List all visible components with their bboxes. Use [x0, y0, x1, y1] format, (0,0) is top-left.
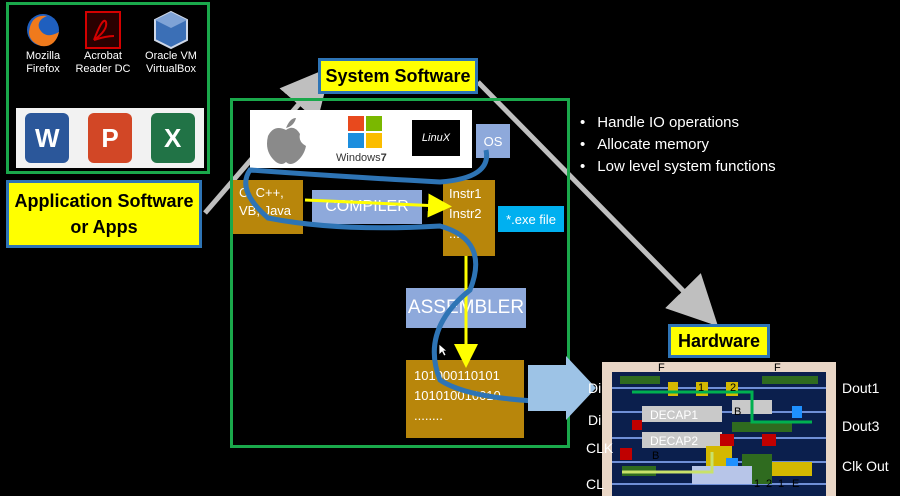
chip-mark: 1 — [698, 382, 705, 394]
chip-mark: F — [774, 362, 781, 374]
pin-left-1: Di — [588, 380, 602, 396]
binary-line-2: 101010010010 — [414, 388, 501, 403]
virtualbox-icon — [154, 10, 188, 50]
decap1-cell: DECAP1 — [650, 408, 699, 422]
linux-logo: LinuX — [412, 120, 460, 156]
bullet-item: Handle IO operations — [580, 112, 840, 134]
decap2-cell: DECAP2 — [650, 434, 699, 448]
chip-mark: E — [792, 478, 800, 490]
chip-mark: 1 — [778, 478, 785, 490]
virtualbox-caption-2: VirtualBox — [146, 63, 196, 75]
exe-file-box: *.exe file — [498, 206, 564, 232]
pin-right-2: Dout3 — [842, 418, 880, 434]
chip-mark: B — [652, 450, 660, 462]
apple-icon — [267, 118, 306, 164]
os-logos-strip: Windows7 LinuX — [250, 110, 472, 168]
chip-mark: 2 — [766, 478, 773, 490]
acrobat-caption-1: Acrobat — [84, 50, 122, 62]
blue-flow-path — [243, 149, 561, 405]
yellow-flow-compile — [304, 193, 452, 218]
powerpoint-icon[interactable]: P — [87, 113, 132, 163]
hardware-label: Hardware — [668, 324, 770, 358]
application-software-line2: or Apps — [70, 217, 138, 237]
chip-wiring — [612, 372, 826, 496]
windows-text: Windows — [336, 152, 381, 164]
bullet-item: Low level system functions — [580, 156, 840, 178]
big-blue-arrow — [528, 356, 596, 420]
pin-right-1: Dout1 — [842, 380, 880, 396]
acrobat-icon — [85, 11, 121, 49]
instr-line-1: Instr1 — [449, 186, 482, 201]
excel-icon[interactable]: X — [150, 113, 195, 163]
virtualbox-caption-1: Oracle VM — [145, 50, 197, 62]
application-software-line1: Application Software — [14, 191, 194, 211]
pin-right-3: Clk Out — [842, 458, 889, 474]
chip-mark: 2 — [730, 382, 737, 394]
firefox-caption-2: Firefox — [26, 63, 60, 75]
acrobat-shortcut[interactable]: Acrobat Reader DC — [74, 10, 132, 76]
binary-box: 101000110101 101010010010 ........ — [406, 360, 524, 438]
chip-mark: 1 — [754, 478, 761, 490]
virtualbox-shortcut[interactable]: Oracle VM VirtualBox — [138, 10, 204, 76]
system-to-hardware-arrow — [476, 80, 719, 327]
acrobat-caption-2: Reader DC — [75, 63, 131, 75]
pin-left-3: CLK — [586, 440, 614, 456]
apps-panel — [6, 2, 210, 174]
windows-version: 7 — [380, 152, 387, 164]
binary-line-3: ........ — [414, 408, 443, 423]
system-software-label: System Software — [318, 58, 478, 94]
system-software-panel — [230, 98, 570, 448]
firefox-shortcut[interactable]: Mozilla Firefox — [16, 10, 70, 76]
firefox-icon — [27, 14, 59, 47]
windows-logo-icon — [348, 116, 382, 148]
word-icon[interactable]: W — [25, 113, 70, 163]
system-software-title: System Software — [325, 65, 471, 86]
chip-mark: B — [734, 406, 742, 418]
instr-line-2: Instr2 — [449, 206, 482, 221]
bullet-list: Handle IO operations Allocate memory Low… — [580, 112, 840, 178]
chip-layout: F F 1 2 B B 1 2 1 E DECAP1 DECAP2 — [602, 362, 836, 496]
pin-left-4: CL — [586, 476, 604, 492]
os-box: OS — [476, 124, 510, 158]
firefox-caption-1: Mozilla — [25, 50, 61, 62]
hardware-title: Hardware — [677, 330, 761, 351]
office-strip: W P X — [16, 108, 204, 168]
pin-left-2: Di — [588, 412, 602, 428]
bullet-item: Allocate memory — [580, 134, 840, 156]
application-software-label: Application Software or Apps — [6, 180, 202, 248]
windows-label: Windows7 — [336, 152, 387, 164]
chip-mark: F — [658, 362, 665, 374]
mouse-cursor-icon — [438, 343, 448, 357]
